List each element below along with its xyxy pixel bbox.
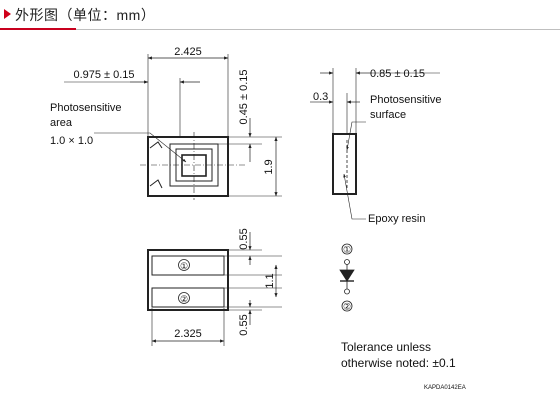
dim-offset-label: 0.975 ± 0.15 xyxy=(73,69,134,81)
pin-1-label: ① xyxy=(343,245,351,255)
dim-width-label: 2.425 xyxy=(174,46,202,58)
pin-2-label: ② xyxy=(343,302,351,312)
dim-bottom-width-label: 2.325 xyxy=(174,328,202,340)
pin-1-circle xyxy=(341,243,353,255)
tolerance-note-line1: Tolerance unless xyxy=(341,340,431,354)
triangle-marker-icon xyxy=(4,9,11,19)
page-title: 外形图（单位：mm） xyxy=(15,7,156,23)
tolerance-note-line2: otherwise noted: ±0.1 xyxy=(341,356,456,370)
header-accent-rule xyxy=(0,28,76,30)
dim-top-height-label: 0.45 ± 0.15 xyxy=(238,70,250,125)
bottom-view-package xyxy=(147,249,229,311)
surface-leader xyxy=(346,121,366,151)
side-view xyxy=(310,68,440,220)
photodiode-symbol xyxy=(339,243,355,312)
side-view-package xyxy=(332,133,357,195)
dim-mid-label: 1.1 xyxy=(264,273,276,288)
area-leader xyxy=(94,132,187,163)
top-view-package xyxy=(147,136,229,197)
pin-2-circle xyxy=(341,300,353,312)
area-size-label: 1.0 × 1.0 xyxy=(50,135,93,147)
top-view-wire-bond xyxy=(149,141,163,189)
page-header: 外形图（单位：mm） xyxy=(0,0,560,30)
area-label-line1: Photosensitive xyxy=(50,102,122,114)
diode-triangle-icon xyxy=(339,269,355,282)
resin-label: Epoxy resin xyxy=(368,213,425,225)
dim-bottom-pad-label: 0.55 xyxy=(238,314,250,335)
dim-surface-gap-label: 0.3 xyxy=(313,91,328,103)
pad-2 xyxy=(151,287,225,308)
dim-top-pad-label: 0.55 xyxy=(238,228,250,249)
header-divider xyxy=(76,29,560,30)
pad-1-label: ① xyxy=(180,261,188,271)
bottom-view xyxy=(147,232,282,346)
pad-1-marker xyxy=(178,259,190,271)
resin-leader xyxy=(343,173,366,220)
pad-2-marker xyxy=(178,292,190,304)
dim-depth-label: 0.85 ± 0.15 xyxy=(370,68,425,80)
drawing-code: KAPDA0142EA xyxy=(424,385,466,391)
top-view xyxy=(64,54,282,200)
pad-2-label: ② xyxy=(180,294,188,304)
pad-1 xyxy=(151,255,225,276)
area-label-line2: area xyxy=(50,117,73,129)
surface-label-line2: surface xyxy=(370,109,406,121)
surface-label-line1: Photosensitive xyxy=(370,94,442,106)
dim-height-label: 1.9 xyxy=(263,159,275,174)
